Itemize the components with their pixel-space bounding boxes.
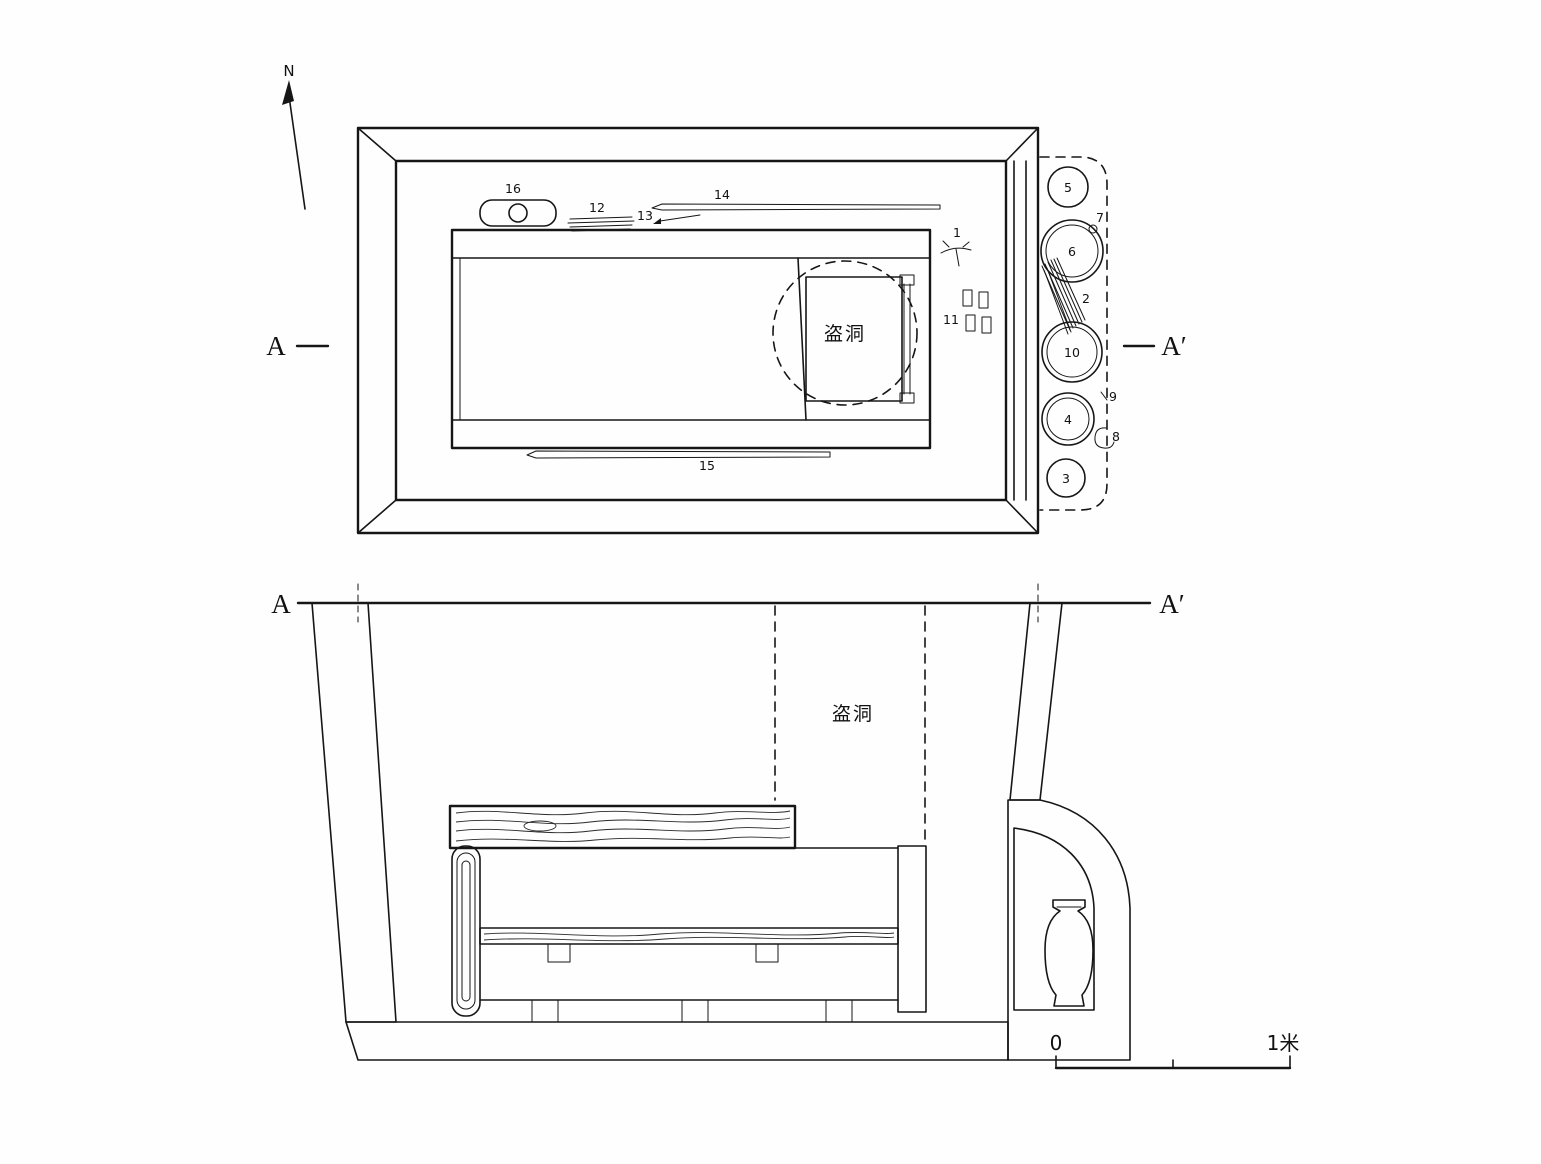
artifact-1-shape: [940, 240, 972, 267]
guo-lid-grain: [455, 810, 791, 842]
coffin-floor-plank: [479, 927, 899, 945]
artifact-label-11: 11: [943, 312, 959, 327]
niche-outline: [1039, 156, 1108, 511]
niche-vessel-section: [1044, 899, 1094, 1007]
niche-surround-hatch: [1007, 799, 1131, 1061]
artifact-14-rod: [651, 203, 941, 211]
section-label-a-prime-section: A′: [1159, 589, 1184, 619]
north-arrow: N: [282, 62, 306, 210]
pit-corner-bevel: [1005, 499, 1039, 534]
scale-zero-label: 0: [1050, 1031, 1063, 1055]
coffin-floor-grain: [483, 931, 895, 942]
robber-hole-section: 盗洞: [774, 605, 926, 843]
vessel-10-circle: [1041, 321, 1103, 383]
coffin-section: [448, 804, 927, 1023]
robber-hole-circle: [772, 260, 918, 406]
artifact-label-1: 1: [953, 225, 961, 240]
vessel-label-7: 7: [1096, 210, 1104, 225]
section-label-a-plan: A: [266, 331, 286, 361]
pit-outline-plan: [356, 126, 1040, 535]
floor-section: [345, 1021, 1009, 1061]
section-line-plan: A A′: [266, 331, 1186, 361]
scale-max-label: 1米: [1267, 1031, 1300, 1055]
floor-cleat: [547, 943, 571, 963]
floor-hatch: [345, 1021, 1009, 1061]
coffin-outer-rect: [450, 228, 932, 450]
vessel-label-5: 5: [1064, 180, 1072, 195]
right-wall-section: [1007, 602, 1131, 1061]
artifact-label-16: 16: [505, 181, 521, 196]
vessel-label-3: 3: [1062, 471, 1070, 486]
artifact-13-shape: [659, 214, 701, 222]
artifact-16-shape: [479, 199, 557, 227]
pit-inner-rect: [394, 159, 1008, 502]
pit-corner-bevel: [357, 499, 397, 534]
artifact-14: 14: [651, 187, 941, 211]
north-arrow-head: [282, 80, 294, 105]
coffin-right-cap: [897, 845, 927, 1013]
vessel-label-9: 9: [1109, 389, 1117, 404]
coffin-inner-chamber: [805, 276, 903, 402]
artifact-11: 11: [943, 289, 992, 334]
vessel-6-rim: [1045, 224, 1099, 278]
vessel-label-8: 8: [1112, 429, 1120, 444]
artifact-15-rod: [526, 450, 831, 459]
niche-vessel: [1044, 899, 1094, 1007]
section-label-a-section: A: [271, 589, 291, 619]
pit-corner-bevel: [357, 127, 397, 162]
vessel-4-rim: [1046, 397, 1090, 441]
artifact-label-12: 12: [589, 200, 605, 215]
section-view: A A′ 盗洞: [271, 583, 1300, 1070]
coffin-left-cap: [451, 845, 481, 1017]
artifact-16-ring: [508, 203, 528, 223]
right-wall-upper-hatch: [1009, 602, 1063, 801]
coffin-chamber-divider: [797, 257, 807, 421]
scale-bar: 0 1米: [1050, 1031, 1300, 1070]
vessel-label-10: 10: [1064, 345, 1080, 360]
artifact-13-tip: [653, 218, 661, 224]
niche-plan: 5 7 6 2 10 9 4: [1039, 156, 1120, 511]
left-wall-section: [311, 602, 397, 1023]
section-label-a-prime-plan: A′: [1161, 331, 1186, 361]
coffin-end-board-cap: [899, 392, 915, 404]
left-wall-hatch: [311, 602, 397, 1023]
floor-cleat: [755, 943, 779, 963]
artifact-label-15: 15: [699, 458, 715, 473]
artifact-15: 15: [526, 450, 831, 473]
artifact-label-13: 13: [637, 208, 653, 223]
pit-outer-rect: [356, 126, 1040, 535]
artifact-9-shape: [1100, 391, 1108, 401]
guo-lid-plank: [448, 804, 797, 850]
coffin-support: [681, 999, 709, 1023]
vessel-5-circle: [1047, 166, 1089, 208]
vessel-6-circle: [1040, 219, 1104, 283]
vessel-label-4: 4: [1064, 412, 1072, 427]
coffin-plan: [450, 228, 932, 450]
vessel-7-shape: [1088, 224, 1098, 234]
robber-hole-plan: 盗洞: [772, 260, 918, 406]
coffin-support: [531, 999, 559, 1023]
vessel-label-6: 6: [1068, 244, 1076, 259]
north-label: N: [283, 62, 294, 80]
ground-line-section: A A′: [271, 583, 1185, 623]
vessel-4-circle: [1041, 392, 1095, 446]
robber-hole-label-section: 盗洞: [832, 703, 874, 725]
pit-corner-bevel: [1005, 127, 1039, 162]
plan-view: N A A′: [266, 62, 1187, 535]
vessel-10-rim: [1046, 326, 1098, 378]
artifact-12: 12: [567, 200, 635, 232]
robber-hole-label-plan: 盗洞: [824, 323, 866, 345]
vessel-3-circle: [1046, 458, 1086, 498]
artifact-label-14: 14: [714, 187, 730, 202]
artifact-2-bundle: [1041, 257, 1086, 335]
artifact-8-shape: [1094, 427, 1115, 449]
vessel-label-2: 2: [1082, 291, 1090, 306]
north-arrow-shaft: [288, 95, 306, 210]
artifact-16: 16: [479, 181, 557, 227]
artifact-13: 13: [637, 208, 701, 224]
coffin-support: [825, 999, 853, 1023]
coffin-end-board-cap: [899, 274, 915, 286]
artifact-1: 1: [940, 225, 972, 267]
